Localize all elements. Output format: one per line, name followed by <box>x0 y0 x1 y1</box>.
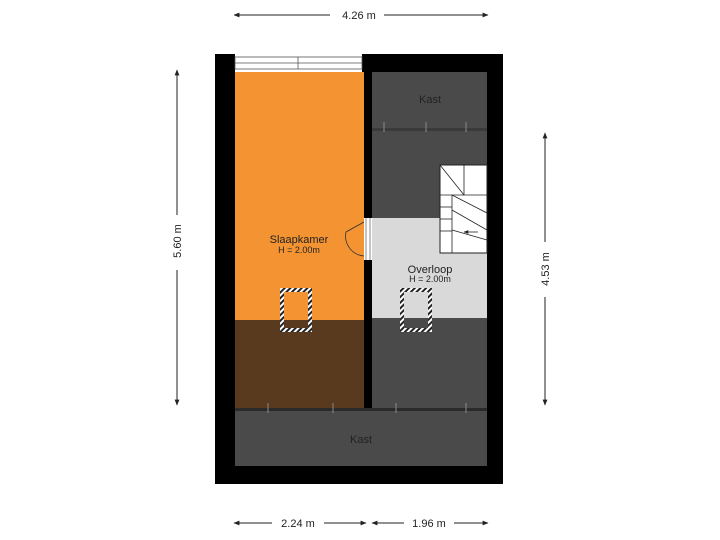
bottom-right-dimension: 1.96 m <box>371 518 489 530</box>
kast-top-label: Kast <box>419 94 441 106</box>
bottom-left-dimension: 2.24 m <box>233 518 367 530</box>
overloop-height-label: H = 2.00m <box>409 274 451 284</box>
storage-lower-area <box>372 318 487 408</box>
overloop-label: Overloop <box>408 264 453 276</box>
slaapkamer-label: Slaapkamer <box>270 234 329 246</box>
left-dimension: 5.60 m <box>172 69 184 406</box>
right-dimension-label: 4.53 m <box>540 252 552 286</box>
bottom-right-dimension-label: 1.96 m <box>412 518 446 530</box>
kast-bottom-area <box>235 410 487 466</box>
slaapkamer-low-ceiling <box>235 320 364 408</box>
skylight-overloop <box>400 288 432 332</box>
right-dimension: 4.53 m <box>540 132 552 406</box>
bottom-left-dimension-label: 2.24 m <box>281 518 315 530</box>
staircase <box>439 164 488 254</box>
top-dimension: 4.26 m <box>233 10 489 22</box>
knee-wall-marks <box>267 122 467 413</box>
left-dimension-label: 5.60 m <box>172 224 184 258</box>
skylight-slaapkamer <box>280 288 312 332</box>
top-dimension-label: 4.26 m <box>342 10 376 22</box>
door-slaapkamer <box>345 218 372 260</box>
outer-walls <box>215 54 503 484</box>
slaapkamer-height-label: H = 2.00m <box>278 245 320 255</box>
kast-top-area <box>372 72 487 130</box>
kast-bottom-label: Kast <box>350 434 372 446</box>
slaapkamer-area <box>235 72 364 320</box>
window-top <box>234 56 363 70</box>
